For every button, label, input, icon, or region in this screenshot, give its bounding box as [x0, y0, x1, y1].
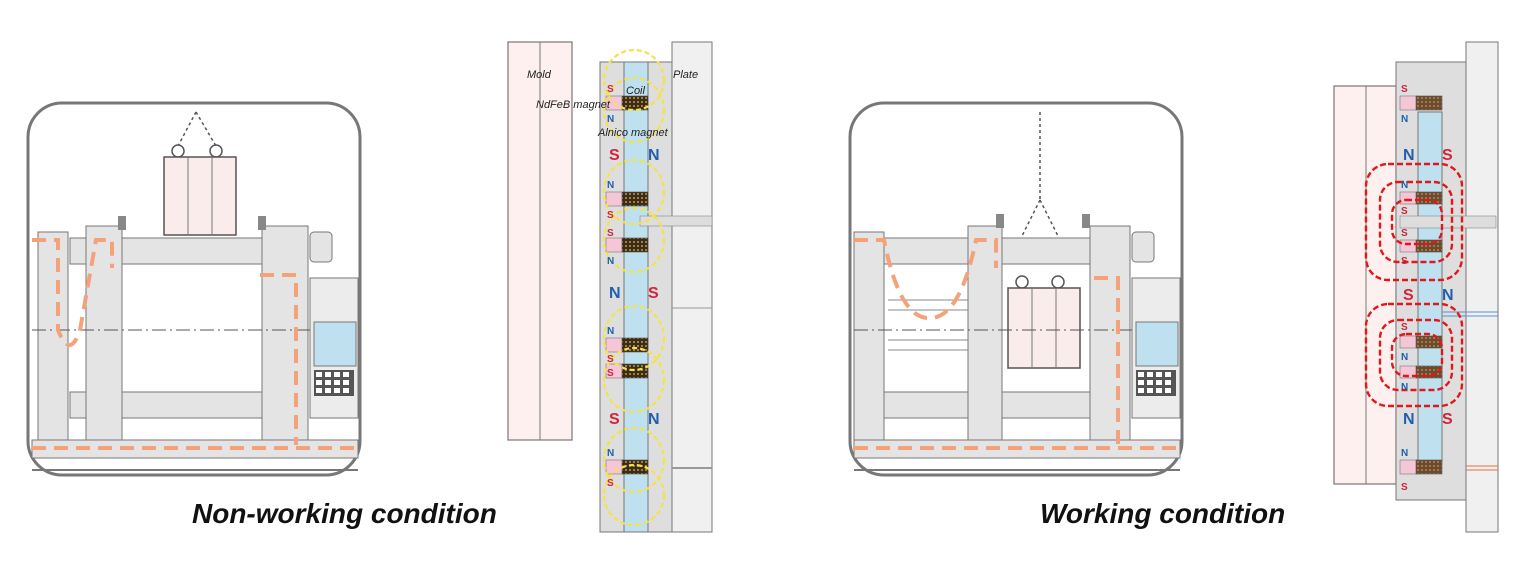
pole-label-n: N: [607, 256, 614, 267]
platen-left: [854, 232, 884, 442]
bolt-rod: [640, 216, 712, 226]
pole-label-n: N: [1401, 382, 1408, 393]
pole-label-n: N: [1403, 147, 1415, 164]
pole-label-n: N: [607, 114, 614, 125]
callout-coil: Coil: [626, 85, 646, 97]
pole-label-s: S: [607, 368, 614, 379]
machine-plate: [1466, 42, 1498, 532]
pole-label-n: N: [607, 326, 614, 337]
keypad: [1136, 370, 1176, 396]
pole-label-n: N: [1403, 411, 1415, 428]
machine-illustration-working: [850, 103, 1182, 475]
pole-label-s: S: [607, 84, 614, 95]
pole-label-s: S: [1401, 228, 1408, 239]
hanging-mold: [164, 157, 236, 235]
platen-fixed: [1090, 226, 1130, 452]
pole-label-n: N: [609, 285, 621, 302]
pole-label-n: N: [1401, 448, 1408, 459]
clamped-mold: [1008, 288, 1080, 368]
pole-label-s: S: [607, 354, 614, 365]
pole-label-n: N: [1401, 352, 1408, 363]
machine-plate: [672, 42, 712, 532]
pole-label-s: S: [1401, 206, 1408, 217]
caption-non-working: Non-working condition: [192, 498, 497, 530]
section-working: S N N S S S S N N N S N S S N N S: [1334, 42, 1498, 532]
pole-label-n: N: [1401, 114, 1408, 125]
callout-ndfeb: NdFeB magnet: [536, 99, 611, 111]
pole-label-s: S: [1401, 322, 1408, 333]
pole-label-s: S: [607, 228, 614, 239]
pole-label-s: S: [609, 147, 620, 164]
pole-label-n: N: [607, 448, 614, 459]
pole-label-s: S: [1401, 256, 1408, 267]
pole-label-n: N: [648, 411, 660, 428]
pole-label-n: N: [648, 147, 660, 164]
control-screen: [1136, 322, 1178, 366]
hook-ring: [1016, 276, 1028, 288]
pole-label-n: N: [1442, 287, 1454, 304]
machine-illustration-non-working: [28, 103, 360, 475]
pole-label-s: S: [1403, 287, 1414, 304]
injection-unit: [310, 232, 332, 262]
caption-working: Working condition: [1040, 498, 1285, 530]
pole-label-s: S: [607, 210, 614, 221]
pole-label-s: S: [1401, 482, 1408, 493]
pole-label-n: N: [607, 180, 614, 191]
bolt-rod: [1400, 216, 1496, 228]
platen-fixed: [262, 226, 308, 452]
pole-label-s: S: [607, 478, 614, 489]
pole-label-s: S: [1442, 411, 1453, 428]
injection-unit: [1132, 232, 1154, 262]
keypad: [314, 370, 354, 396]
platen-left: [38, 232, 68, 442]
control-screen: [314, 322, 356, 366]
pole-label-s: S: [1442, 147, 1453, 164]
pole-label-s: S: [1401, 84, 1408, 95]
pole-label-s: S: [609, 411, 620, 428]
section-non-working: Mold Plate: [508, 42, 712, 532]
callout-alnico: Alnico magnet: [597, 127, 669, 139]
callout-mold: Mold: [527, 69, 552, 81]
pole-label-n: N: [1401, 180, 1408, 191]
pole-label-s: S: [648, 285, 659, 302]
mold-block: [1334, 86, 1396, 484]
callout-plate: Plate: [673, 69, 698, 81]
hook-ring: [172, 145, 184, 157]
